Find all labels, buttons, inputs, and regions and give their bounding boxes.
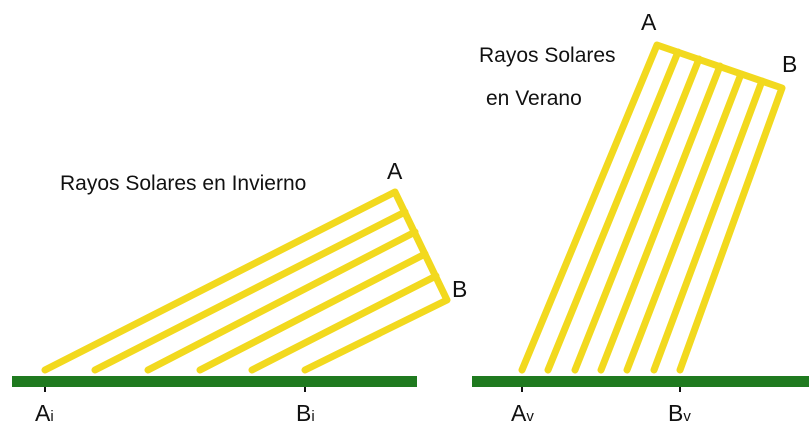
summer-ray-1 xyxy=(544,48,682,374)
winter-point-b: B xyxy=(452,276,467,302)
summer-title-line2: en Verano xyxy=(486,87,582,110)
winter-ground-a-label: Ai xyxy=(35,400,54,426)
ground-ticks xyxy=(44,387,681,392)
summer-title-line1: Rayos Solares xyxy=(479,44,616,67)
summer-ray-3 xyxy=(597,62,724,374)
winter-ray-2 xyxy=(144,228,419,374)
winter-ray-1 xyxy=(91,208,409,374)
summer-ground xyxy=(472,376,809,387)
winter-rays xyxy=(41,188,451,374)
winter-ground xyxy=(12,376,417,387)
summer-ray-5 xyxy=(650,77,766,374)
summer-point-b: B xyxy=(782,51,797,77)
summer-point-a: A xyxy=(641,9,657,35)
winter-beam-outline xyxy=(41,188,451,374)
summer-ray-2 xyxy=(571,55,703,374)
summer-ground-a-label: Av xyxy=(511,400,534,426)
summer-ray-4 xyxy=(623,70,745,374)
winter-title: Rayos Solares en Invierno xyxy=(60,172,306,195)
summer-rays xyxy=(518,41,786,374)
summer-ground-b-label: Bv xyxy=(668,400,691,426)
winter-point-a: A xyxy=(387,158,403,184)
winter-ray-4 xyxy=(248,272,440,374)
winter-ray-3 xyxy=(196,250,429,374)
winter-ground-b-label: Bi xyxy=(296,400,315,426)
